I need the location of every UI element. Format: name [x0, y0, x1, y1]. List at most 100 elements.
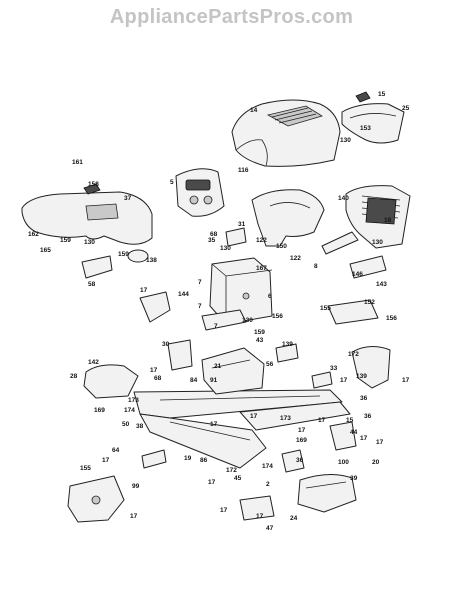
step-plate-part — [83, 364, 139, 399]
part-callout-17: 17 — [376, 439, 384, 446]
part-callout-7: 7 — [198, 303, 202, 310]
part-callout-17: 17 — [340, 377, 348, 384]
part-callout-169: 169 — [94, 407, 105, 414]
rear-deck-part — [239, 474, 357, 521]
front-axle-part — [351, 346, 391, 389]
part-callout-7: 7 — [198, 279, 202, 286]
part-callout-86: 86 — [200, 457, 208, 464]
part-callout-30: 30 — [162, 341, 170, 348]
part-callout-44: 44 — [350, 429, 358, 436]
part-callout-167: 167 — [256, 265, 267, 272]
part-callout-17: 17 — [102, 457, 110, 464]
part-callout-45: 45 — [234, 475, 242, 482]
part-callout-84: 84 — [190, 377, 198, 384]
part-callout-17: 17 — [402, 377, 410, 384]
part-callout-122: 122 — [290, 255, 301, 262]
part-callout-156: 156 — [272, 313, 283, 320]
part-callout-7: 7 — [214, 323, 218, 330]
part-callout-155: 155 — [80, 465, 91, 472]
part-callout-159: 159 — [60, 237, 71, 244]
part-callout-130: 130 — [340, 137, 351, 144]
part-callout-56: 56 — [266, 361, 274, 368]
part-callout-2: 2 — [266, 481, 270, 488]
part-callout-172: 172 — [348, 351, 359, 358]
part-callout-18: 18 — [384, 217, 392, 224]
part-callout-50: 50 — [122, 421, 130, 428]
dash-panel-part — [175, 168, 225, 217]
part-callout-150: 150 — [276, 243, 287, 250]
part-callout-47: 47 — [266, 525, 274, 532]
part-callout-39: 39 — [350, 475, 358, 482]
part-callout-130: 130 — [84, 239, 95, 246]
part-callout-158: 158 — [88, 181, 99, 188]
rear-fender-part — [21, 183, 153, 263]
part-callout-68: 68 — [154, 375, 162, 382]
part-callout-24: 24 — [290, 515, 298, 522]
battery-tray-part — [327, 299, 379, 325]
part-callout-130: 130 — [372, 239, 383, 246]
part-callout-174: 174 — [124, 407, 135, 414]
part-callout-17: 17 — [250, 413, 258, 420]
part-callout-14: 14 — [250, 107, 258, 114]
part-callout-169: 169 — [296, 437, 307, 444]
part-callout-64: 64 — [112, 447, 120, 454]
part-callout-31: 31 — [238, 221, 246, 228]
part-callout-6: 6 — [268, 293, 272, 300]
part-callout-159: 159 — [118, 251, 129, 258]
part-callout-17: 17 — [150, 367, 158, 374]
part-callout-28: 28 — [70, 373, 78, 380]
part-callout-173: 173 — [280, 415, 291, 422]
part-callout-172: 172 — [226, 467, 237, 474]
part-callout-36: 36 — [360, 395, 368, 402]
part-callout-25: 25 — [402, 105, 410, 112]
small-parts — [141, 339, 357, 473]
part-callout-5: 5 — [170, 179, 174, 186]
part-callout-19: 19 — [184, 455, 192, 462]
part-callout-174: 174 — [262, 463, 273, 470]
main-frame-part — [133, 389, 351, 469]
part-callout-155: 155 — [320, 305, 331, 312]
part-callout-130: 130 — [242, 317, 253, 324]
headlight-assembly-part — [341, 91, 405, 144]
part-callout-122: 122 — [256, 237, 267, 244]
part-callout-35: 35 — [208, 237, 216, 244]
part-callout-159: 159 — [254, 329, 265, 336]
part-callout-165: 165 — [40, 247, 51, 254]
part-callout-17: 17 — [220, 507, 228, 514]
bracket-part — [81, 227, 247, 323]
mounting-plate-part — [201, 257, 273, 331]
part-callout-15: 15 — [378, 91, 386, 98]
part-callout-142: 142 — [88, 359, 99, 366]
watermark: AppliancePartsPros.com — [109, 6, 354, 28]
part-callout-139: 139 — [282, 341, 293, 348]
part-callout-17: 17 — [360, 435, 368, 442]
console-part — [251, 189, 325, 247]
part-callout-17: 17 — [208, 479, 216, 486]
part-callout-21: 21 — [214, 363, 222, 370]
part-callout-161: 161 — [72, 159, 83, 166]
part-callout-152: 152 — [364, 299, 375, 306]
part-callout-33: 33 — [330, 365, 338, 372]
grille-part — [345, 185, 411, 249]
part-callout-139: 139 — [356, 373, 367, 380]
part-callout-36: 36 — [364, 413, 372, 420]
side-panel-part — [321, 231, 387, 279]
part-callout-17: 17 — [130, 513, 138, 520]
part-callout-173: 173 — [128, 397, 139, 404]
part-callout-36: 36 — [296, 457, 304, 464]
part-callout-15: 15 — [346, 417, 354, 424]
part-callout-38: 38 — [136, 423, 144, 430]
part-callout-58: 58 — [88, 281, 96, 288]
part-callout-116: 116 — [238, 167, 249, 174]
part-callout-162: 162 — [28, 231, 39, 238]
part-callout-138: 138 — [146, 257, 157, 264]
part-callout-43: 43 — [256, 337, 264, 344]
part-callout-17: 17 — [140, 287, 148, 294]
part-callout-146: 146 — [352, 271, 363, 278]
part-callout-20: 20 — [372, 459, 380, 466]
part-callout-130: 130 — [220, 245, 231, 252]
part-callout-68: 68 — [210, 231, 218, 238]
part-callout-17: 17 — [318, 417, 326, 424]
